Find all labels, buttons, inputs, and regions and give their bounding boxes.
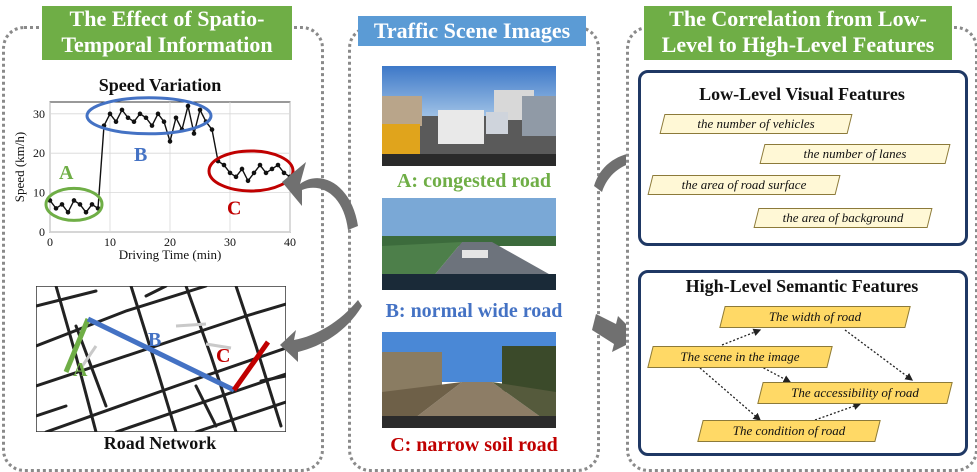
speed-data-point [107,111,113,117]
segment-b-ellipse [85,96,213,136]
speed-data-point [149,123,155,128]
speed-data-point [113,119,119,124]
speed-data-point [257,162,263,168]
low-level-features-heading: Low-Level Visual Features [699,84,905,104]
speed-data-point [65,210,71,215]
feature-correlation-title: The Correlation from Low- Level to High-… [644,6,952,60]
speed-data-point [275,162,281,168]
y-tick-label: 0 [39,225,45,239]
speed-data-point [233,174,239,180]
narrow-soil-road-image [382,332,556,428]
speed-data-point [155,111,161,117]
high-feature-accessibility: The accessibility of road [757,382,953,404]
speed-variation-title: Speed Variation [98,75,222,95]
y-tick-label: 10 [33,186,45,200]
speed-data-point [221,162,227,168]
x-tick-label: 40 [284,235,296,249]
caption-narrow-soil-road: C: narrow soil road [390,434,558,456]
route-segment-b [86,316,236,393]
speed-data-point [245,178,251,184]
low-feature-text: the number of lanes [803,146,907,161]
high-feature-text: The width of road [768,309,862,324]
normal-wide-road-image [382,198,556,290]
x-tick-label: 30 [224,235,236,249]
speed-data-point [137,111,143,117]
x-tick-label: 0 [47,235,53,249]
high-level-features-heading: High-Level Semantic Features [685,276,919,296]
high-feature-text: The scene in the image [680,349,800,364]
low-feature-road-surface: the area of road surface [647,175,841,195]
speed-data-point [239,166,245,172]
speed-data-point [197,107,203,113]
low-feature-text: the number of vehicles [697,116,815,131]
spatio-temporal-title-line2: Temporal Information [61,32,273,57]
high-feature-condition: The condition of road [697,420,881,442]
high-feature-scene: The scene in the image [647,346,833,368]
caption-normal-wide-road: B: normal wide road [385,300,563,322]
road-network-map: A B C [36,286,286,432]
speed-data-point [251,170,257,176]
y-tick-label: 20 [33,146,45,160]
feature-correlation-title-line1: The Correlation from Low- [669,6,927,31]
low-feature-text: the area of road surface [681,177,807,192]
route-segment-c [231,340,271,392]
caption-congested-road: A: congested road [396,170,552,192]
speed-data-point [227,170,233,176]
speed-data-point [71,198,77,203]
road-label-a: A [73,359,88,381]
segment-c-label: C [227,197,241,219]
spatio-temporal-title-line1: The Effect of Spatio- [69,6,265,31]
arrow-to-speed-chart [282,162,358,230]
x-axis-label: Driving Time (min) [119,247,222,262]
speed-data-point [281,170,287,176]
segment-a-label: A [59,162,74,184]
segment-a-ellipse [44,186,104,222]
speed-data-point [125,115,131,121]
speed-data-point [131,119,137,124]
road-label-b: B [148,329,161,351]
low-feature-background: the area of background [753,208,933,228]
y-axis-label: Speed (km/h) [12,132,27,202]
traffic-images-title: Traffic Scene Images [358,16,586,46]
x-tick-label: 20 [164,235,176,249]
low-feature-number-of-lanes: the number of lanes [759,144,951,164]
arrow-to-road-network [280,300,362,362]
speed-data-point [119,107,125,113]
speed-data-point [77,202,83,207]
speed-data-point [173,115,179,121]
speed-data-point [83,210,89,215]
spatio-temporal-title: The Effect of Spatio- Temporal Informati… [42,6,292,60]
speed-data-point [143,115,149,121]
speed-data-point [185,103,191,109]
speed-data-point [167,139,173,144]
high-feature-width-of-road: The width of road [719,306,911,328]
speed-data-point [191,131,197,136]
segment-b-label: B [134,144,147,166]
high-feature-text: The accessibility of road [791,385,919,400]
feature-correlation-title-line2: Level to High-Level Features [661,32,935,57]
y-tick-label: 30 [33,107,45,121]
low-feature-number-of-vehicles: the number of vehicles [659,114,853,134]
speed-data-point [269,166,275,172]
speed-data-point [209,127,215,132]
speed-data-point [53,206,59,211]
speed-data-point [59,202,65,207]
x-tick-label: 10 [104,235,116,249]
speed-data-point [263,170,269,176]
road-label-c: C [216,345,230,367]
road-network-label: Road Network [103,433,217,453]
segment-c-ellipse [207,149,295,193]
high-feature-text: The condition of road [732,423,846,438]
route-segment-a [63,318,91,373]
low-feature-text: the area of background [782,210,904,225]
congested-road-image [382,66,556,166]
speed-data-point [161,119,167,124]
speed-data-point [89,202,95,207]
